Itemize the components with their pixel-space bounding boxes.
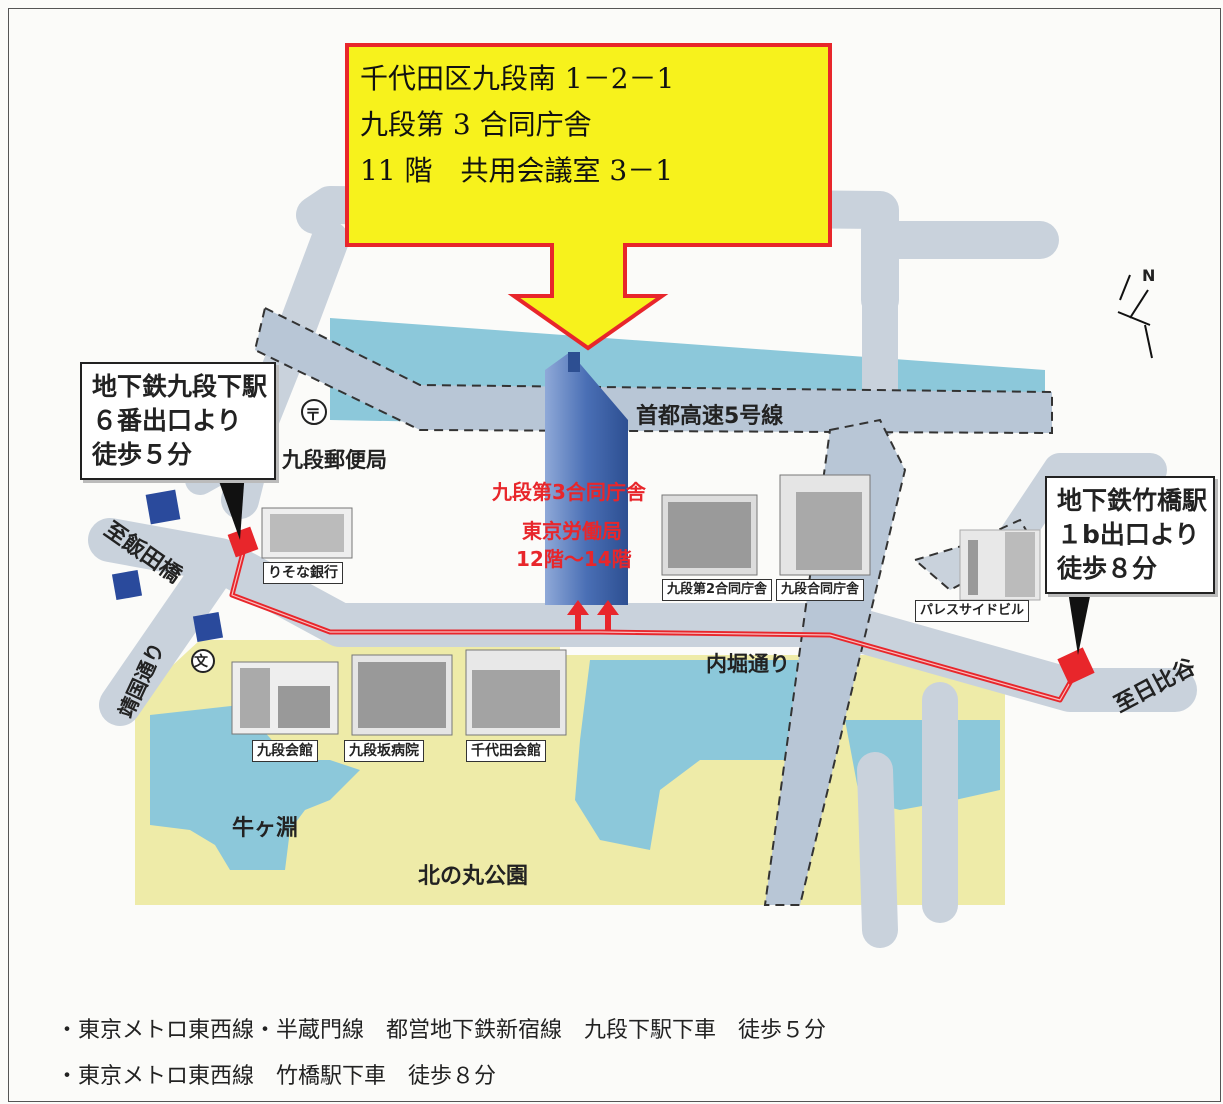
label-floors: 12階～14階	[516, 547, 632, 571]
building-kudan-kaikan	[231, 661, 339, 735]
building-chiyoda-kaikan	[465, 649, 567, 736]
label-kudan-2nd-building: 九段第2合同庁舎	[662, 579, 773, 601]
label-palaceside-building: パレスサイドビル	[915, 600, 1030, 622]
label-uchibori-dori: 内堀通り	[706, 652, 790, 676]
callout-kudanshita: 地下鉄九段下駅 ６番出口より 徒歩５分	[80, 362, 276, 480]
label-chiyoda-kaikan: 千代田会館	[466, 740, 546, 762]
building-kudan2	[661, 494, 758, 576]
label-kudan-joint-building: 九段合同庁舎	[776, 579, 865, 601]
access-note-kudanshita: ・東京メトロ東西線・半蔵門線 都営地下鉄新宿線 九段下駅下車 徒歩５分	[56, 1018, 827, 1043]
label-labour-bureau: 東京労働局	[522, 519, 622, 543]
compass-north-label: N	[1142, 266, 1156, 285]
callout-kudanshita-line1: 地下鉄九段下駅	[92, 372, 268, 401]
label-ushigafuchi: 牛ヶ淵	[232, 816, 299, 841]
building-resona	[261, 507, 353, 559]
north-compass	[1117, 274, 1153, 359]
label-kitanomaru-park: 北の丸公園	[418, 864, 529, 889]
access-note-takebashi: ・東京メトロ東西線 竹橋駅下車 徒歩８分	[56, 1064, 497, 1089]
label-resona-bank: りそな銀行	[263, 562, 343, 584]
address-block: 千代田区九段南 1－2－1 九段第 3 合同庁舎 11 階 共用会議室 3－1	[360, 56, 674, 194]
label-kudan-kaikan: 九段会館	[252, 740, 318, 762]
callout-takebashi-line2: １b出口より	[1057, 520, 1200, 549]
school-icon: 文	[194, 654, 208, 670]
map-frame	[8, 8, 1221, 1102]
address-arrow	[345, 43, 832, 351]
address-line-1: 千代田区九段南 1－2－1	[360, 62, 675, 95]
label-expressway: 首都高速5号線	[636, 404, 784, 429]
building-kudan-joint	[779, 474, 871, 576]
post-office-icon: 〒	[305, 405, 322, 424]
callout-takebashi-line3: 徒歩８分	[1057, 554, 1158, 583]
subway-entrance-markers	[111, 489, 224, 643]
callout-takebashi: 地下鉄竹橋駅 １b出口より 徒歩８分	[1045, 476, 1215, 594]
address-line-3: 11 階 共用会議室 3－1	[360, 154, 674, 187]
callout-kudanshita-line2: ６番出口より	[92, 406, 242, 435]
building-palaceside	[959, 529, 1041, 601]
label-post-office: 九段郵便局	[282, 448, 387, 472]
address-line-2: 九段第 3 合同庁舎	[360, 108, 592, 141]
school-symbol	[191, 649, 215, 673]
walking-route	[229, 544, 1083, 703]
building-kudanzaka-hospital	[351, 654, 453, 736]
building-icons	[231, 474, 1041, 736]
label-target-building: 九段第3合同庁舎	[492, 480, 646, 504]
callout-kudanshita-line3: 徒歩５分	[92, 440, 193, 469]
station-exit-markers	[227, 526, 1095, 685]
label-kudanzaka-hospital: 九段坂病院	[344, 740, 424, 762]
post-office-symbol	[301, 399, 327, 425]
target-building-tower	[545, 352, 628, 605]
callout-takebashi-line1: 地下鉄竹橋駅	[1057, 486, 1208, 515]
